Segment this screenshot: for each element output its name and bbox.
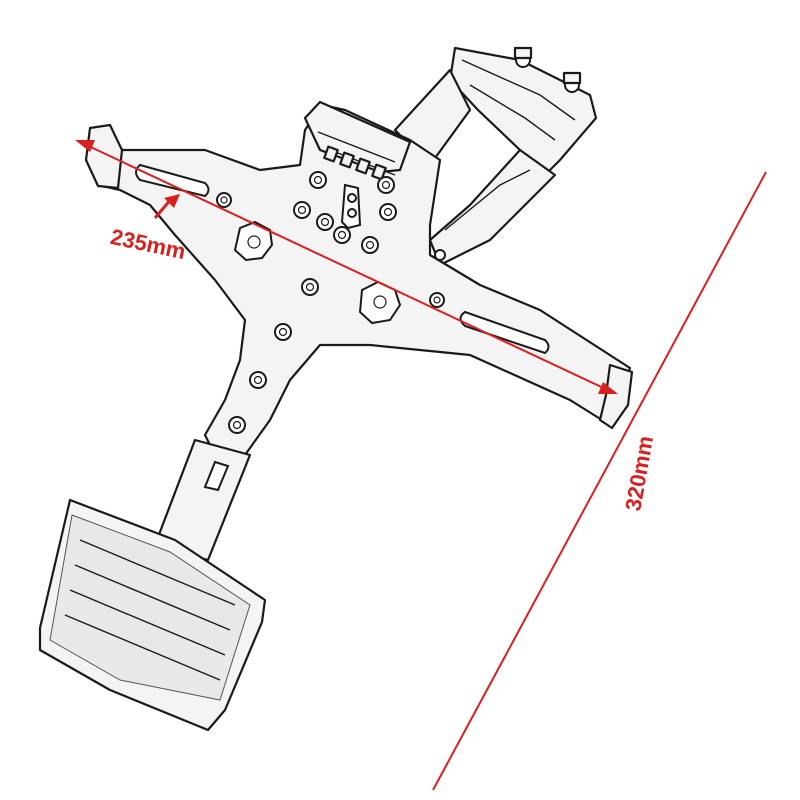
height-label: 320mm bbox=[620, 434, 658, 513]
width-dimension-line bbox=[79, 141, 613, 393]
height-dimension-line bbox=[432, 171, 767, 791]
rear-reflector bbox=[38, 498, 267, 732]
width-label-pointer-head bbox=[164, 194, 180, 208]
width-arrow-left bbox=[75, 140, 95, 152]
reflector-stem bbox=[153, 438, 252, 562]
bolt-holes bbox=[216, 171, 446, 434]
mounting-clamp bbox=[393, 46, 598, 267]
main-plate bbox=[84, 100, 634, 457]
width-arrow-right bbox=[598, 382, 618, 394]
